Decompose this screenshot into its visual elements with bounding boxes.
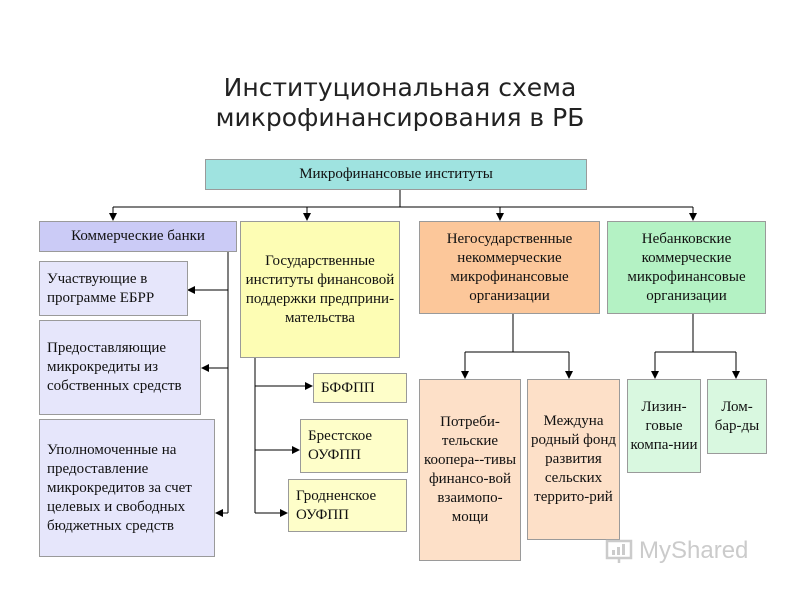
root-node: Микрофинансовые институты [205, 159, 587, 190]
state-child-bffpp: БФФПП [313, 373, 407, 403]
presentation-icon [605, 539, 633, 563]
node-commercial-banks: Коммерческие банки [39, 221, 237, 252]
noncommercial-child-cooperatives: Потреби-тельские коопера--тивы финансо-в… [419, 379, 521, 561]
watermark: MyShared [605, 537, 748, 565]
page-title: Институциональная схема микрофинансирова… [215, 73, 585, 132]
bank-child-authorized: Уполномоченные на предоставление микрокр… [39, 419, 215, 557]
state-child-brest: Брестское ОУФПП [300, 419, 408, 473]
nonbank-child-leasing: Лизин-говые компа-нии [627, 379, 701, 473]
watermark-text: MyShared [639, 537, 749, 564]
noncommercial-child-rural-fund: Междуна родный фонд развития сельских те… [527, 379, 620, 540]
nonbank-child-pawnshops: Лом-бар-ды [707, 379, 767, 454]
bank-child-ebrd: Участвующие в программе ЕБРР [39, 261, 188, 316]
bank-child-own-funds: Предоставляющие микрокредиты из собствен… [39, 320, 201, 415]
state-child-grodno: Гродненское ОУФПП [288, 479, 407, 532]
node-nonstate-noncommercial: Негосударственные некоммерческие микрофи… [419, 221, 600, 314]
node-state-institutes: Государственные институты финансовой под… [240, 221, 400, 358]
node-nonbank-commercial: Небанковские коммерческие микрофинансовы… [607, 221, 766, 314]
